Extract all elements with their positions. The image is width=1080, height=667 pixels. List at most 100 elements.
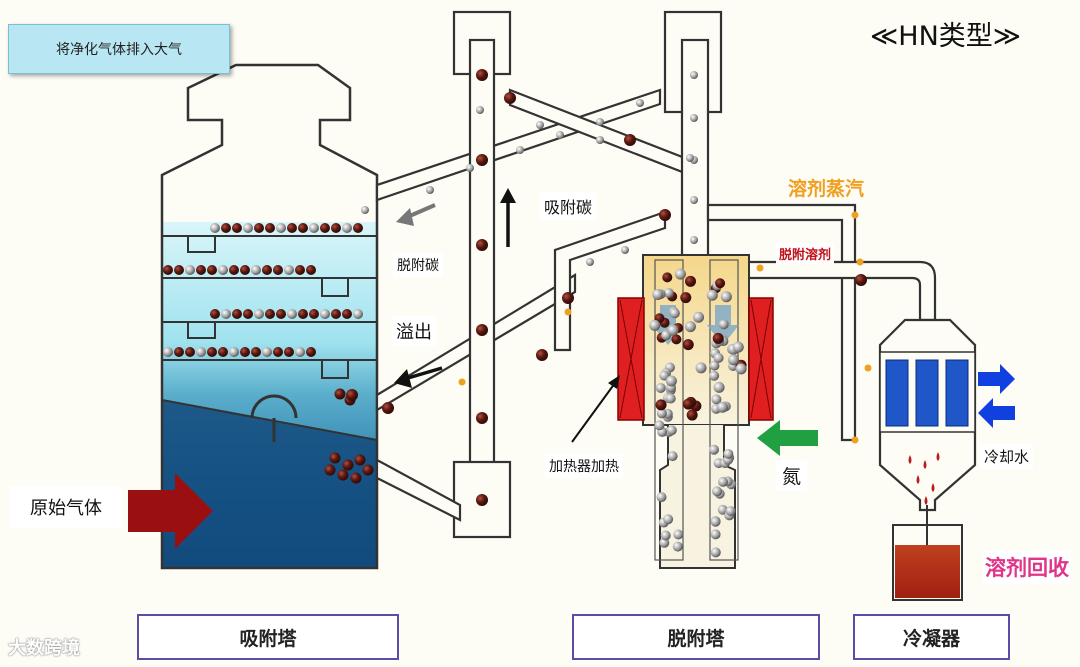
carbon-particle [174, 265, 184, 275]
desorber-particle [715, 278, 726, 289]
carbon-particle [659, 209, 671, 221]
desorbed-particle [596, 118, 604, 126]
desorber-particle [654, 420, 665, 431]
desorber-particle [663, 514, 674, 525]
carbon-particle [273, 265, 283, 275]
desorbed-particle [426, 186, 434, 194]
carbon-particle [295, 265, 305, 275]
condenser [878, 318, 977, 601]
carbon-particle [324, 464, 336, 476]
desorber-particle [709, 360, 720, 371]
label-desorbed-solvent: 脱附溶剂 [776, 243, 835, 264]
carbon-particle [331, 309, 341, 319]
carbon-particle [218, 347, 228, 357]
desorber-particle [686, 409, 698, 421]
desorber-particle [682, 398, 694, 410]
desorber-particle [706, 289, 718, 301]
page-title: ≪HN类型≫ [870, 21, 1022, 52]
carbon-particle [273, 347, 283, 357]
carbon-particle [185, 265, 195, 275]
desorber-particle [716, 401, 728, 413]
desorber-particle [656, 492, 667, 503]
carbon-particle [210, 223, 220, 233]
desorber-particle [718, 476, 729, 487]
vapor-particle [851, 211, 859, 219]
desorber-particle [649, 319, 661, 331]
desorber-particle [732, 341, 744, 353]
carbon-particle [251, 347, 261, 357]
carbon-particle [298, 309, 308, 319]
carbon-particle [476, 324, 488, 336]
carbon-particle [287, 309, 297, 319]
desorber-particle [667, 451, 678, 462]
carbon-particle [353, 223, 363, 233]
carbon-particle [298, 223, 308, 233]
cooling-in-arrow [978, 398, 1015, 428]
desorber-particle [685, 275, 697, 287]
carbon-particle [229, 347, 239, 357]
desorber-particle [709, 444, 720, 455]
carbon-particle [353, 309, 363, 319]
carbon-particle [342, 223, 352, 233]
carbon-particle [337, 469, 349, 481]
carbon-particle [476, 494, 488, 506]
carbon-particle [350, 472, 362, 484]
desorber-particle [720, 291, 732, 303]
desorbed-particle [476, 106, 484, 114]
carbon-particle [306, 265, 316, 275]
label-raw-gas: 原始气体 [10, 486, 122, 528]
label-overflow: 溢出 [392, 316, 436, 346]
carbon-particle [334, 388, 346, 400]
cooling-out-arrow [978, 364, 1015, 394]
desorber-particle [713, 381, 725, 393]
carbon-particle [306, 347, 316, 357]
carbon-particle [476, 69, 488, 81]
desorber-particle [684, 321, 696, 333]
carbon-particle [354, 454, 366, 466]
desorption-tower [617, 254, 774, 569]
label-cooling-water: 冷却水 [980, 444, 1034, 469]
watermark: 大数跨境 [8, 638, 80, 659]
desorber-particle [666, 425, 677, 436]
vapor-particle [756, 264, 764, 272]
carbon-particle [210, 309, 220, 319]
desorber-particle [674, 268, 686, 280]
carbon-particle [536, 349, 548, 361]
desorber-particle [671, 334, 682, 345]
carbon-particle [240, 265, 250, 275]
label-heater: 加热器加热 [545, 454, 623, 478]
carbon-particle [265, 223, 275, 233]
carbon-particle [295, 347, 305, 357]
carbon-particle [207, 347, 217, 357]
conveyor-carbon [346, 69, 872, 506]
carbon-particle [251, 265, 261, 275]
desorber-particle [680, 292, 692, 304]
carbon-particle [284, 265, 294, 275]
flow-arrows [128, 188, 1015, 549]
desorber-particle [673, 529, 684, 540]
carbon-particle [240, 347, 250, 357]
pipe-vapor [706, 203, 857, 442]
carbon-particle [254, 309, 264, 319]
nitrogen-arrow [757, 420, 818, 456]
desorber-particle [710, 516, 721, 527]
carbon-particle [221, 223, 231, 233]
tower-outline [160, 63, 379, 570]
carbon-particle [287, 223, 297, 233]
raw-gas-arrow [128, 473, 213, 549]
desorber-particle [712, 486, 723, 497]
carbon-particle [342, 459, 354, 471]
carbon-particle [229, 265, 239, 275]
desorber-particle [709, 370, 720, 381]
condenser-tube [885, 359, 909, 427]
desorbed-particle [621, 246, 629, 254]
desorber-particle [711, 394, 722, 405]
carbon-particle [331, 223, 341, 233]
tower-floor [162, 400, 377, 568]
heater-right [748, 297, 774, 421]
desorbed-particle [466, 164, 474, 172]
carbon-particle [185, 347, 195, 357]
desorbed-particle [556, 131, 564, 139]
tower-trays [162, 235, 377, 442]
